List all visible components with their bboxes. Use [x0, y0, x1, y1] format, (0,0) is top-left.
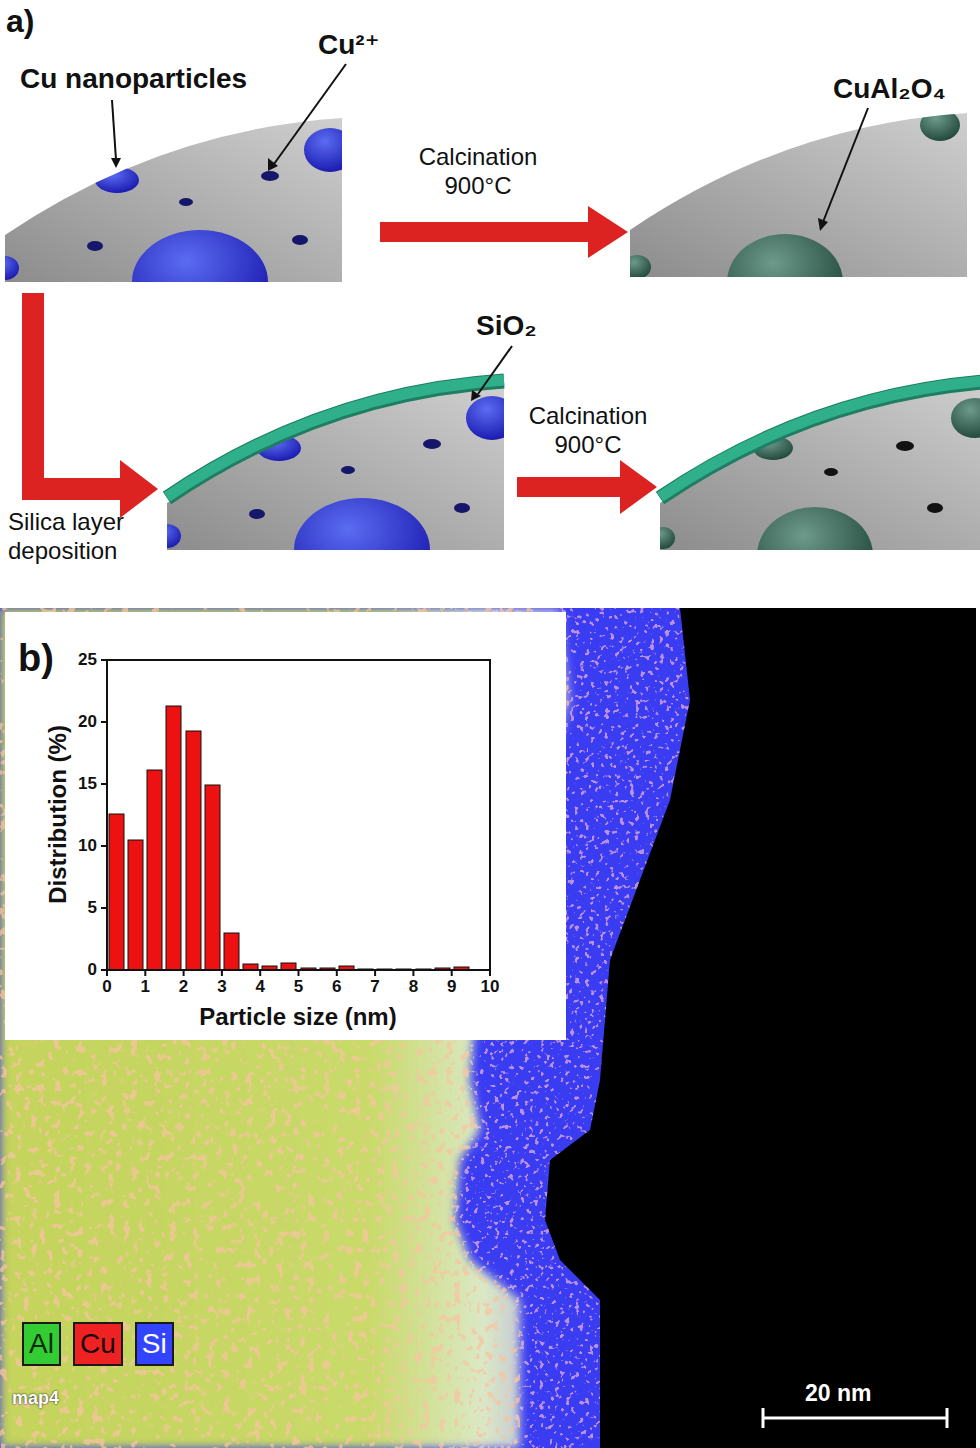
panel-label: a) [6, 2, 34, 40]
step-label: Calcination 900°C [398, 143, 558, 201]
legend-text: Si [142, 1328, 167, 1359]
tick-label: 25 [55, 650, 97, 670]
support-sphere [0, 118, 356, 334]
legend-swatch: Al [22, 1322, 61, 1366]
scale-label: 20 nm [805, 1380, 871, 1408]
legend-swatch: Si [135, 1322, 174, 1366]
panel-label: b) [18, 636, 54, 682]
tick-label: 9 [434, 977, 470, 997]
eds-map [0, 608, 976, 1448]
tick-label: 6 [319, 977, 355, 997]
legend-text: Cu [80, 1328, 116, 1359]
tick-label: 10 [472, 977, 508, 997]
step-label: Calcination 900°C [508, 402, 668, 460]
tick-label: 4 [242, 977, 278, 997]
tick-label: 3 [204, 977, 240, 997]
coated-sphere [153, 380, 518, 602]
scale-bar [762, 1408, 948, 1428]
map-name: map4 [12, 1388, 59, 1410]
leader-line [111, 64, 868, 401]
legend-swatch: Cu [73, 1322, 123, 1366]
process-arrow [22, 206, 657, 518]
tick-label: 5 [281, 977, 317, 997]
step-label: Silica layer deposition [8, 508, 168, 566]
callout-label: SiO₂ [476, 309, 537, 343]
histogram-inset [5, 612, 566, 1040]
tick-label: 1 [127, 977, 163, 997]
legend-text: Al [29, 1328, 54, 1359]
tick-label: 0 [89, 977, 125, 997]
tick-label: 0 [55, 960, 97, 980]
callout-label: Cu nanoparticles [20, 62, 247, 96]
element-legend: Al Cu Si [22, 1322, 186, 1366]
calcined-sphere [623, 109, 967, 330]
coated-calcined-sphere [651, 380, 980, 603]
axis-title: Distribution (%) [44, 684, 73, 944]
tick-label: 7 [357, 977, 393, 997]
tick-label: 2 [166, 977, 202, 997]
callout-label: Cu²⁺ [318, 28, 379, 62]
axis-title: Particle size (nm) [148, 1003, 448, 1032]
tick-label: 8 [395, 977, 431, 997]
callout-label: CuAl₂O₄ [833, 72, 946, 106]
